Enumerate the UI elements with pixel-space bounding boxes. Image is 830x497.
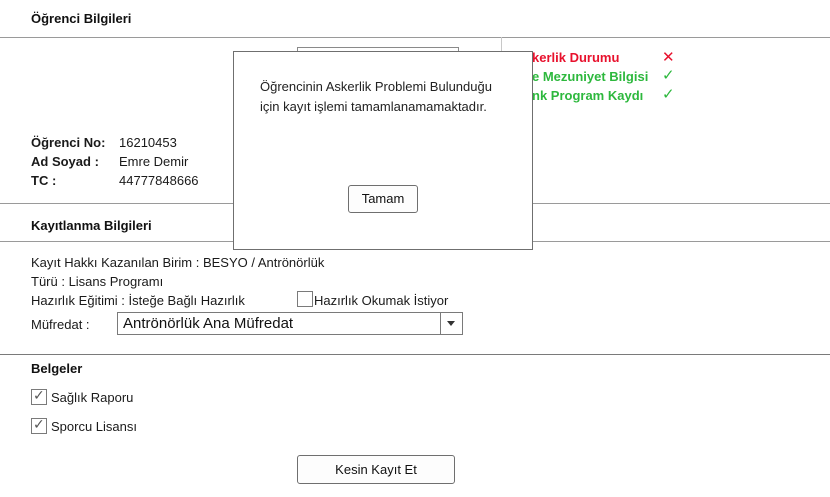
registration-title: Kayıtlanma Bilgileri: [31, 218, 152, 233]
check-icon: ✓: [33, 387, 45, 403]
status-military-label: kerlik Durumu: [532, 50, 620, 65]
curriculum-selected-value: Antrönörlük Ana Müfredat: [123, 315, 294, 332]
documents-title: Belgeler: [31, 361, 83, 376]
student-tc-label: TC :: [31, 173, 57, 188]
chevron-down-icon: [447, 321, 455, 326]
check-icon: ✓: [662, 67, 675, 84]
health-report-checkbox[interactable]: ✓: [31, 387, 47, 405]
student-number-label: Öğrenci No:: [31, 135, 106, 150]
registration-type: Türü : Lisans Programı: [31, 274, 164, 289]
alert-message: Öğrencinin Askerlik Problemi Bulunduğu i…: [260, 79, 492, 114]
divider: [0, 37, 830, 38]
prep-checkbox[interactable]: [297, 291, 313, 307]
status-program-label: nk Program Kaydı: [532, 88, 644, 103]
ok-button[interactable]: Tamam: [348, 185, 418, 213]
check-icon: ✓: [33, 416, 45, 432]
student-number-value: 16210453: [119, 135, 177, 150]
divider: [0, 354, 830, 355]
curriculum-label: Müfredat :: [31, 317, 90, 332]
student-info-title: Öğrenci Bilgileri: [31, 11, 132, 26]
prep-checkbox-label: Hazırlık Okumak İstiyor: [314, 293, 449, 308]
final-register-button[interactable]: Kesin Kayıt Et: [297, 455, 455, 484]
curriculum-select[interactable]: Antrönörlük Ana Müfredat: [117, 312, 463, 335]
student-tc-value: 44777848666: [119, 173, 199, 188]
student-name-label: Ad Soyad :: [31, 154, 99, 169]
registration-prep: Hazırlık Eğitimi : İsteğe Bağlı Hazırlık: [31, 293, 245, 308]
alert-dialog: Öğrencinin Askerlik Problemi Bulunduğu i…: [233, 51, 533, 250]
health-report-label: Sağlık Raporu: [51, 390, 134, 405]
sports-license-checkbox[interactable]: ✓: [31, 416, 47, 434]
status-graduation-label: e Mezuniyet Bilgisi: [532, 69, 649, 84]
sports-license-label: Sporcu Lisansı: [51, 419, 137, 434]
registration-unit: Kayıt Hakkı Kazanılan Birim : BESYO / An…: [31, 255, 325, 270]
cross-icon: ✕: [662, 49, 675, 66]
student-name-value: Emre Demir: [119, 154, 189, 169]
dropdown-button[interactable]: [440, 313, 462, 334]
check-icon: ✓: [662, 86, 675, 103]
